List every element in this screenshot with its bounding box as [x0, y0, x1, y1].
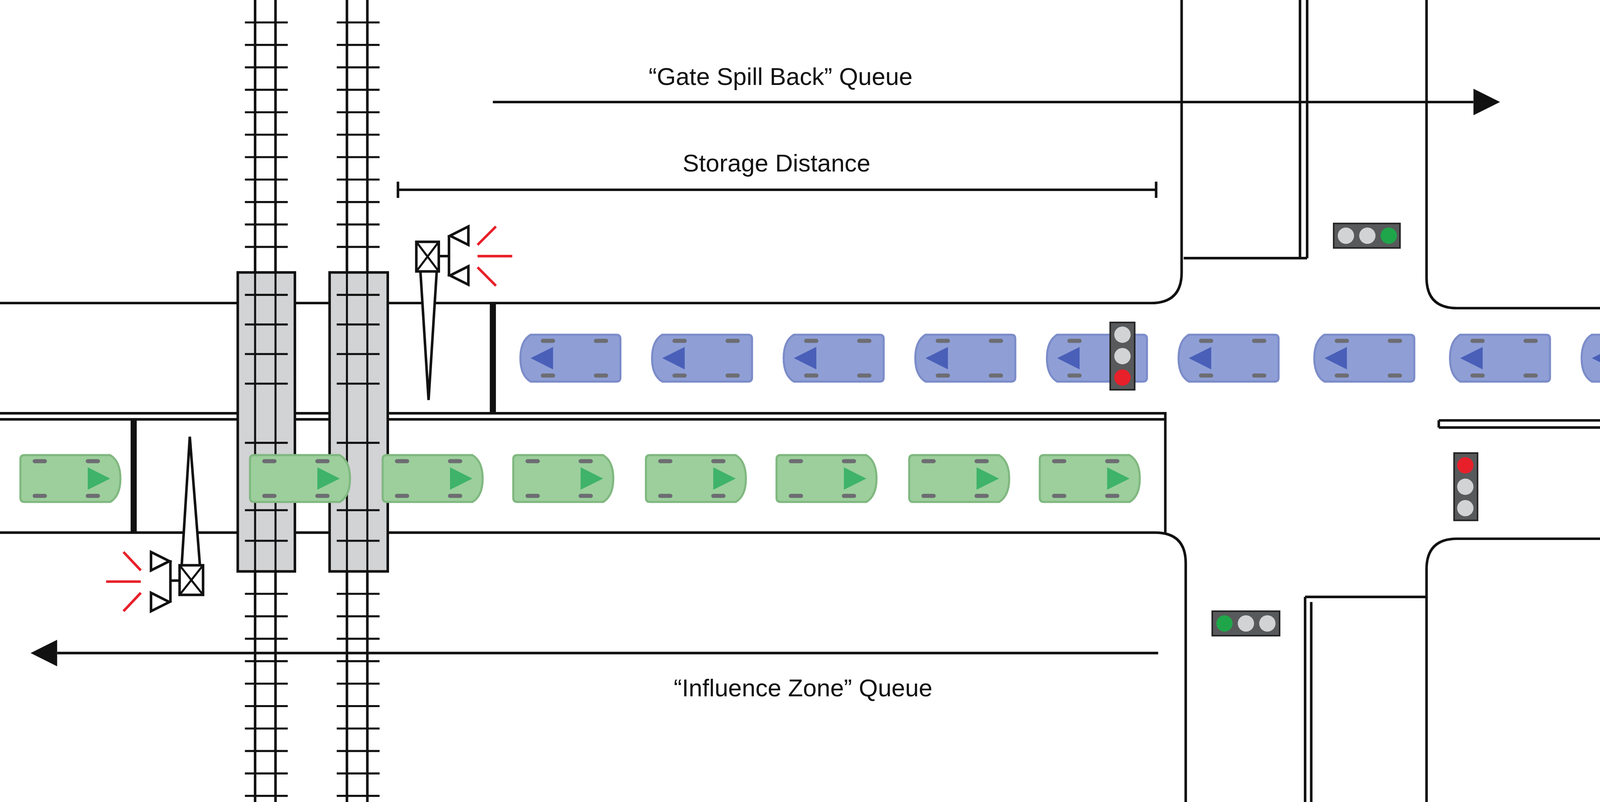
car: [915, 334, 1016, 382]
dimension-label: Storage Distance: [678, 147, 875, 180]
car: [520, 334, 621, 382]
car: [1039, 454, 1141, 502]
car: [1450, 334, 1551, 382]
car: [1178, 334, 1279, 382]
queue-arrow: [30, 639, 1159, 667]
traffic-signal: [1212, 611, 1280, 636]
car: [513, 454, 614, 502]
car: [249, 454, 350, 502]
car: [652, 334, 753, 382]
queue-arrow: [492, 88, 1500, 116]
car: [776, 454, 877, 502]
dimension-label: “Influence Zone” Queue: [669, 671, 937, 704]
crossing-gate: [416, 226, 513, 400]
car: [909, 454, 1010, 502]
car: [1314, 334, 1415, 382]
car: [1581, 334, 1600, 382]
westbound-cars: [520, 334, 1600, 382]
car: [382, 454, 483, 502]
panel-rails: [244, 272, 380, 572]
crossing-gate: [106, 436, 203, 612]
car: [783, 334, 884, 382]
car: [645, 454, 746, 502]
traffic-signal: [1110, 322, 1135, 390]
dimension-line: [397, 181, 1156, 198]
dimension-label: “Gate Spill Back” Queue: [644, 60, 917, 93]
crossing-panels: [237, 272, 388, 572]
traffic-signal: [1333, 223, 1400, 248]
traffic-signal: [1454, 452, 1478, 521]
car: [20, 454, 121, 502]
